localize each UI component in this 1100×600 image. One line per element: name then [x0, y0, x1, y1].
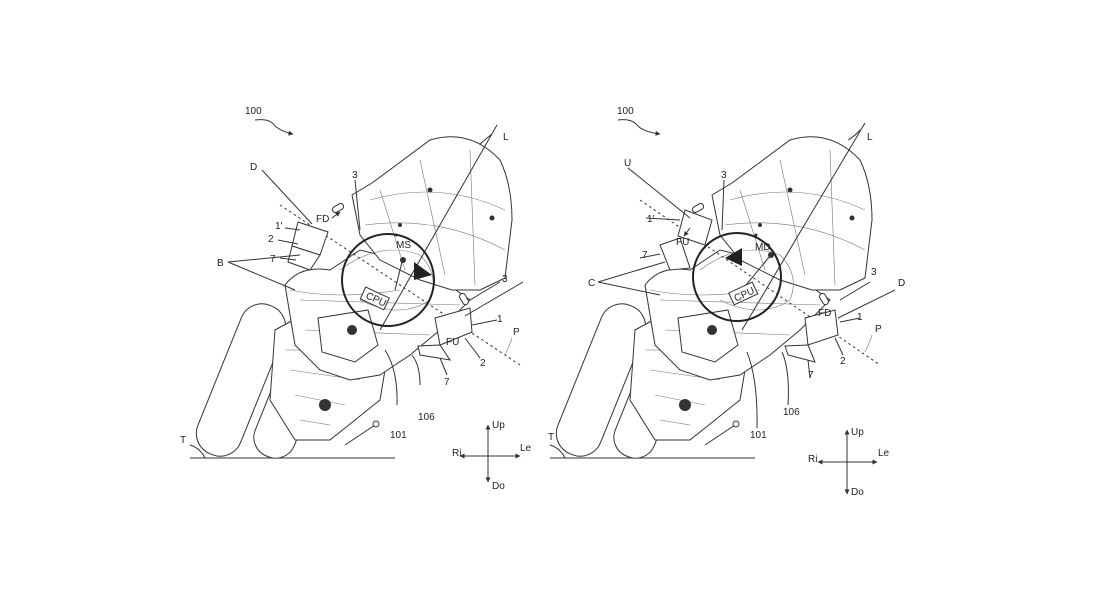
moment-circle	[692, 232, 782, 322]
moment-circle	[341, 233, 435, 327]
label-moment: MS	[396, 240, 411, 251]
label-2b: 2	[480, 358, 486, 369]
moment-arrow-icon	[725, 248, 742, 266]
label-7b: 7	[808, 370, 814, 381]
label-l: L	[867, 132, 873, 143]
label-1: 1	[857, 312, 863, 323]
dir-up: Up	[851, 427, 864, 438]
dir-right: Ri	[808, 454, 817, 465]
label-top: U	[624, 158, 631, 169]
label-flag-bottom: FU	[446, 337, 459, 348]
dir-down: Do	[851, 487, 864, 498]
plane-line-p	[639, 199, 881, 366]
label-7b: 7	[444, 377, 450, 388]
label-106: 106	[418, 412, 435, 423]
figure-left: Up Do Ri Le 100 D 1' FD 2 7 3 MS B CPU 3…	[180, 106, 532, 492]
label-t: T	[548, 432, 554, 443]
label-sensor-top: 1'	[647, 214, 655, 225]
label-3a: 3	[721, 170, 727, 181]
label-l: L	[503, 132, 509, 143]
dir-down: Do	[492, 481, 505, 492]
dir-left: Le	[878, 448, 890, 459]
label-side: D	[898, 278, 905, 289]
axis-line-l	[741, 122, 866, 331]
plane-line-p	[279, 204, 521, 366]
label-3a: 3	[352, 170, 358, 181]
label-2a: 2	[268, 234, 274, 245]
label-7a: 7	[642, 250, 648, 261]
ref-label: 100	[617, 106, 634, 117]
sensor-block-bottom	[434, 307, 473, 346]
sensor-block-bottom	[804, 309, 839, 346]
label-t: T	[180, 435, 186, 446]
label-flag-bottom: FD	[818, 308, 831, 319]
dir-up: Up	[492, 420, 505, 431]
label-7a: 7	[270, 254, 276, 265]
label-p: P	[875, 324, 882, 335]
label-1: 1	[497, 314, 503, 325]
dir-left: Le	[520, 443, 532, 454]
label-3b: 3	[871, 267, 877, 278]
label-101: 101	[750, 430, 767, 441]
ref-label: 100	[245, 106, 262, 117]
label-group: C	[588, 278, 595, 289]
label-flag-top: FU	[676, 237, 689, 248]
dir-right: Ri	[452, 448, 461, 459]
label-101: 101	[390, 430, 407, 441]
label-sensor-top: 1'	[275, 221, 283, 232]
direction-indicator: Up Do Ri Le	[452, 420, 532, 492]
label-p: P	[513, 327, 520, 338]
label-2b: 2	[840, 356, 846, 367]
label-group: B	[217, 258, 224, 269]
label-top: D	[250, 162, 257, 173]
moment-arrow-icon	[414, 262, 432, 280]
label-flag-top: FD	[316, 214, 329, 225]
label-106: 106	[783, 407, 800, 418]
direction-indicator: Up Do Ri Le	[808, 427, 890, 498]
axis-line-l	[379, 124, 498, 331]
label-moment: MD	[755, 242, 771, 253]
label-3b: 3	[502, 274, 508, 285]
figure-right: Up Do Ri Le 100 U 1' FU 7 3 MD C CPU 3 D…	[548, 106, 905, 498]
